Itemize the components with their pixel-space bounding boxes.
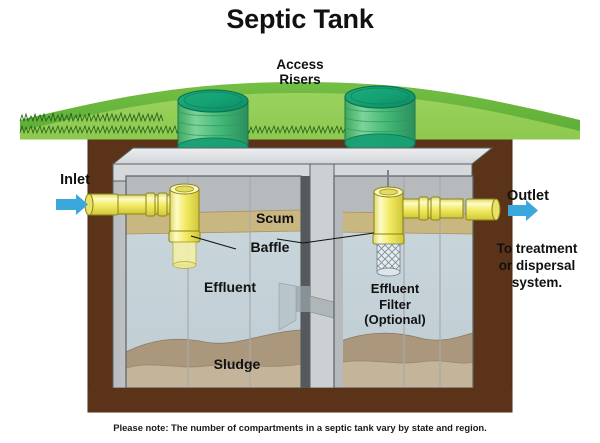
baffle-label: Baffle <box>250 239 290 255</box>
effluent-filter-label: Effluent Filter (Optional) <box>364 281 426 328</box>
outlet-baffle-tee <box>372 170 464 245</box>
grass-blades-crest <box>19 111 164 123</box>
inlet-pipe <box>84 192 171 217</box>
access-riser-right[interactable] <box>344 85 416 155</box>
leader-lines <box>190 232 375 250</box>
scum-label: Scum <box>255 210 295 226</box>
inlet-baffle-tee <box>168 183 201 269</box>
page-title: Septic Tank <box>226 4 374 34</box>
right-compartment <box>333 175 474 389</box>
outlet-label: Outlet <box>507 188 549 204</box>
effluent-label: Effluent <box>203 279 257 295</box>
outlet-pipe <box>465 198 501 221</box>
inlet-arrow-icon <box>56 194 88 215</box>
effluent-filter <box>376 243 401 277</box>
outlet-arrow-icon <box>508 200 538 221</box>
footnote: Please note: The number of compartments … <box>113 422 487 433</box>
access-risers-label: Access Risers <box>276 57 324 88</box>
soil-bottom-band <box>88 388 512 412</box>
inlet-label: Inlet <box>60 172 90 188</box>
to-treatment-label: To treatment or dispersal system. <box>496 241 578 290</box>
grass-mound <box>19 82 580 140</box>
sludge-label: Sludge <box>213 356 261 372</box>
